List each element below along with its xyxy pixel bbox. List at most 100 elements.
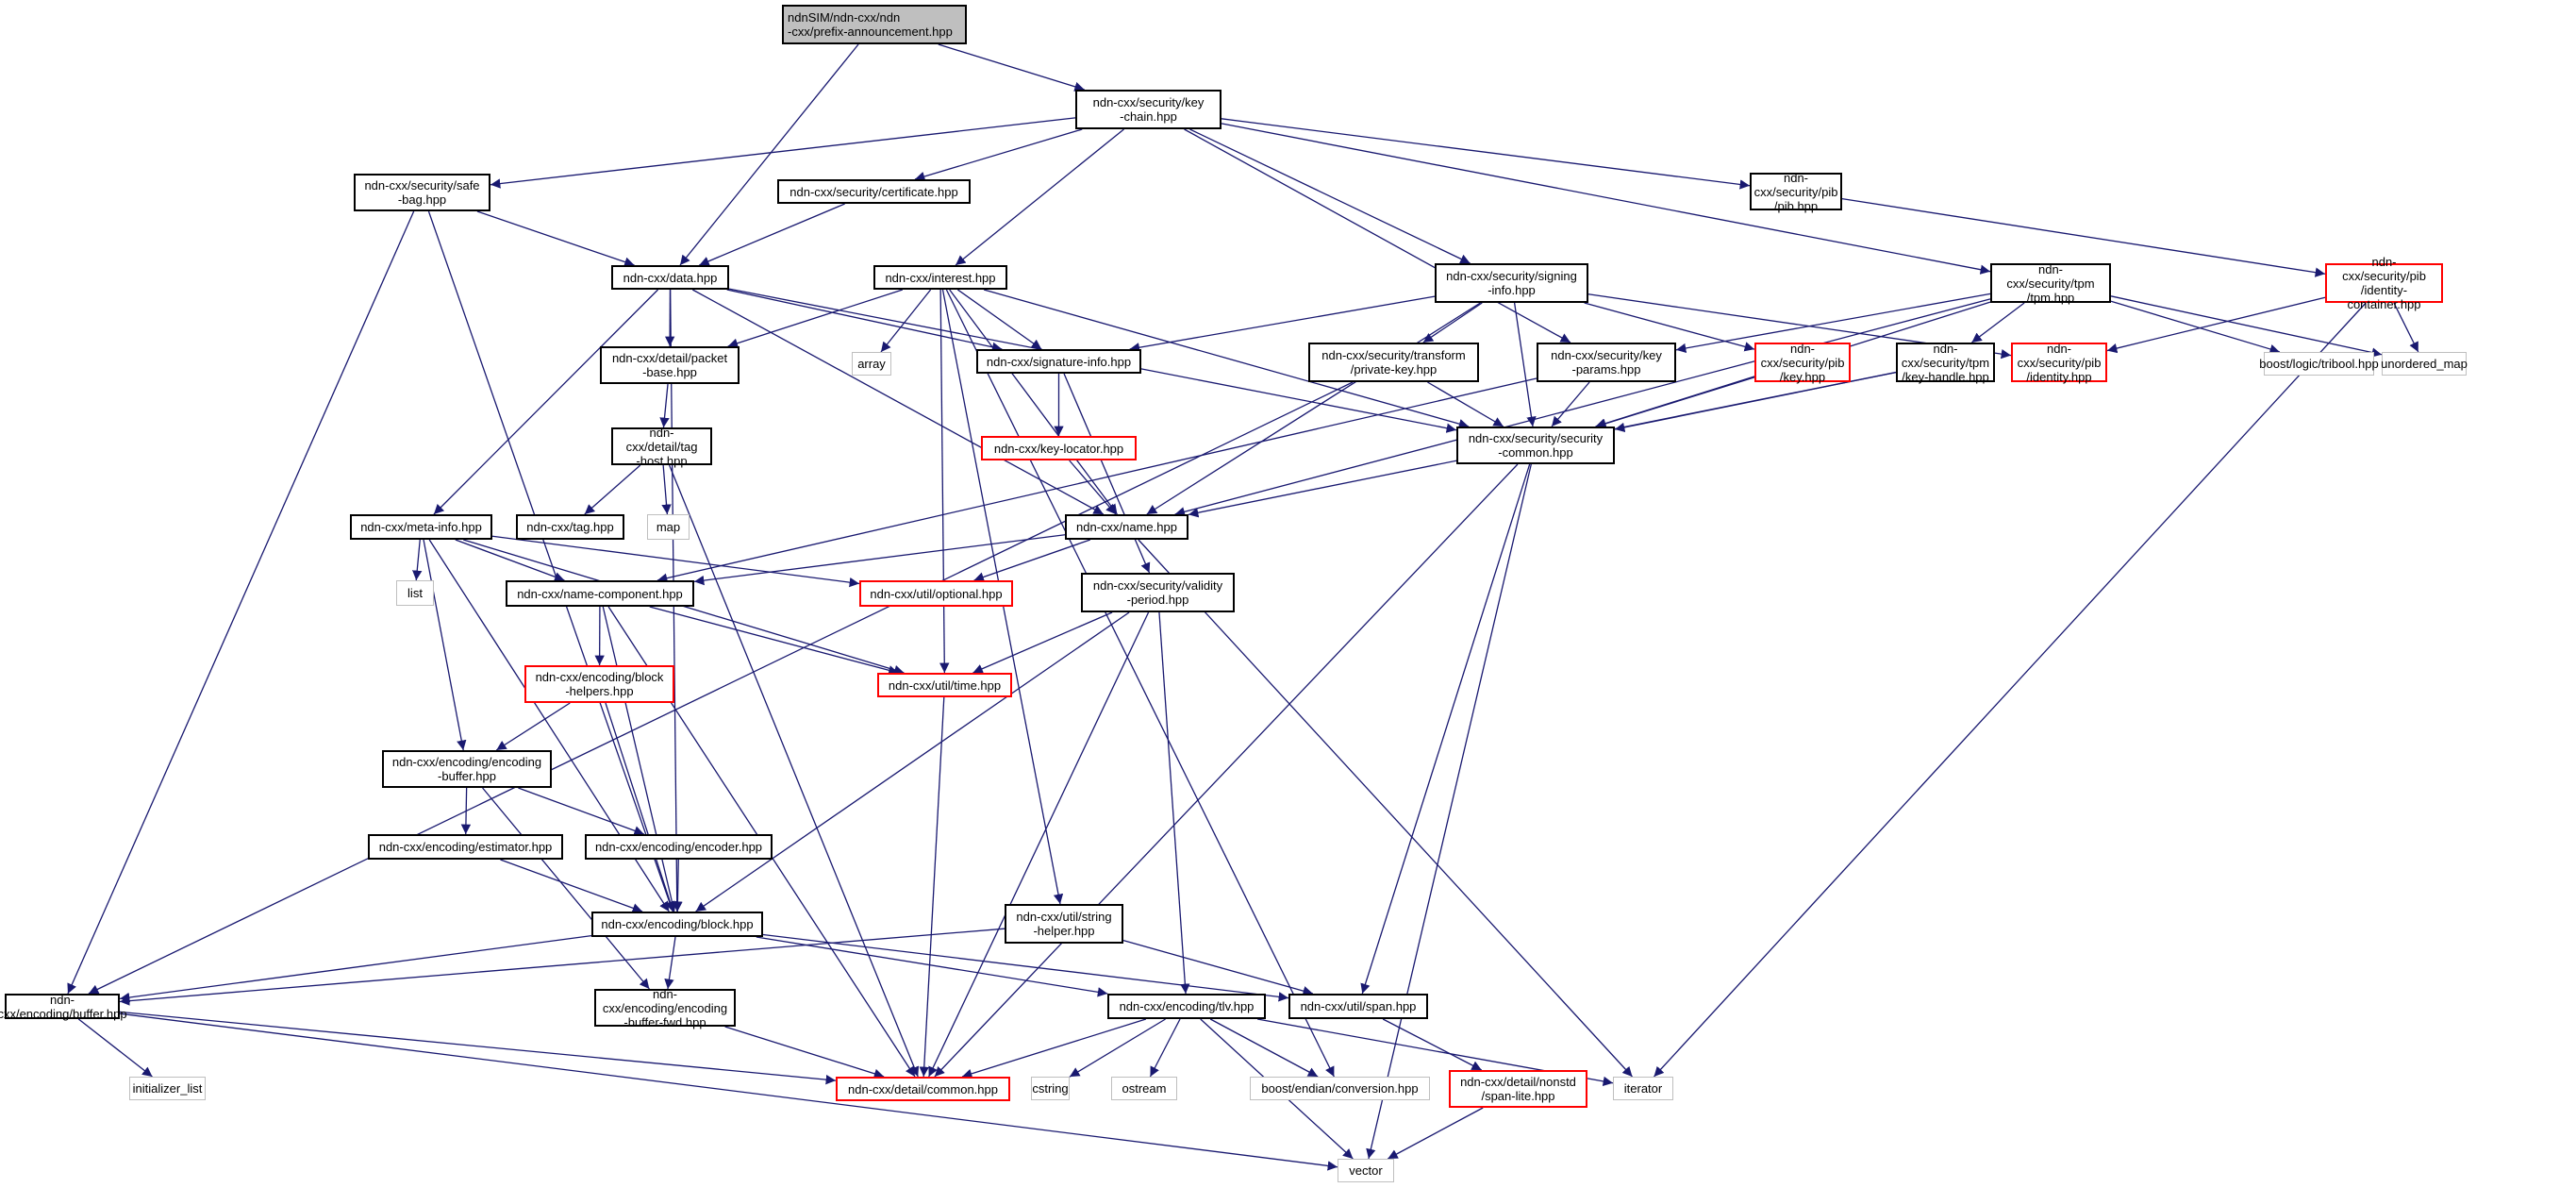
- node-private-key[interactable]: ndn-cxx/security/transform /private-key.…: [1308, 343, 1479, 382]
- edge-encbuffer-to-encoder: [518, 787, 644, 836]
- node-pib[interactable]: ndn-cxx/security/pib /pib.hpp: [1750, 171, 1842, 213]
- node-tag[interactable]: ndn-cxx/tag.hpp: [516, 514, 624, 540]
- node-tag-host[interactable]: ndn-cxx/detail/tag -host.hpp: [611, 426, 712, 468]
- edge-block-to-tlv: [756, 936, 1108, 997]
- node-span[interactable]: ndn-cxx/util/span.hpp: [1288, 994, 1428, 1019]
- edge-block-to-span: [762, 933, 1289, 1002]
- node-signing-info[interactable]: ndn-cxx/security/signing -info.hpp: [1435, 263, 1588, 303]
- edge-blockhelpers-to-block: [605, 702, 675, 912]
- node-encoder[interactable]: ndn-cxx/encoding/encoder.hpp: [585, 834, 773, 860]
- node-iterator[interactable]: iterator: [1613, 1077, 1673, 1100]
- node-buffer[interactable]: ndn-cxx/encoding/buffer.hpp: [0, 992, 127, 1021]
- node-ostream[interactable]: ostream: [1111, 1077, 1177, 1100]
- edge-keychain-to-pib: [1221, 118, 1751, 190]
- edge-buffer-to-common: [119, 1011, 837, 1085]
- node-boost-tribool[interactable]: boost/logic/tribool.hpp: [2259, 352, 2379, 376]
- node-root-prefix-announcement[interactable]: ndnSIM/ndn-cxx/ndn -cxx/prefix-announcem…: [782, 5, 967, 44]
- edge-metainfo-to-optional: [491, 535, 860, 588]
- edge-tlv-to-cstring: [1069, 1018, 1166, 1078]
- edge-tpm-to-keyparams: [1675, 293, 1991, 354]
- node-identity-container[interactable]: ndn-cxx/security/pib /identity-container…: [2325, 255, 2443, 311]
- edge-keychain-to-tpm: [1221, 123, 1991, 275]
- edge-signing-to-siginfo: [1129, 295, 1436, 353]
- edge-seccommon-to-vector: [1366, 463, 1532, 1160]
- node-block[interactable]: ndn-cxx/encoding/block.hpp: [591, 912, 763, 937]
- node-time[interactable]: ndn-cxx/util/time.hpp: [877, 673, 1012, 697]
- node-key-params[interactable]: ndn-cxx/security/key -params.hpp: [1537, 343, 1676, 382]
- edge-keychain-to-certificate: [914, 128, 1083, 182]
- node-optional[interactable]: ndn-cxx/util/optional.hpp: [859, 580, 1013, 607]
- node-packet-base[interactable]: ndn-cxx/detail/packet -base.hpp: [600, 346, 740, 384]
- node-string-helper[interactable]: ndn-cxx/util/string -helper.hpp: [1005, 904, 1123, 944]
- node-initializer-list[interactable]: initializer_list: [129, 1077, 206, 1100]
- node-data[interactable]: ndn-cxx/data.hpp: [611, 265, 729, 290]
- edge-metainfo-to-namecomp: [455, 539, 565, 582]
- node-key-locator[interactable]: ndn-cxx/key-locator.hpp: [981, 436, 1137, 460]
- edge-idcontainer-to-unordered: [2393, 302, 2419, 353]
- edge-validity-to-time: [972, 611, 1113, 674]
- node-security-common[interactable]: ndn-cxx/security/security -common.hpp: [1456, 427, 1615, 464]
- node-certificate[interactable]: ndn-cxx/security/certificate.hpp: [777, 179, 971, 204]
- node-key-chain[interactable]: ndn-cxx/security/key -chain.hpp: [1075, 90, 1222, 129]
- edge-encbuffer-to-bufferfwd: [482, 787, 650, 990]
- node-encoding-buffer-fwd[interactable]: ndn-cxx/encoding/encoding -buffer-fwd.hp…: [594, 987, 736, 1029]
- edge-metainfo-to-encbuffer: [423, 539, 467, 751]
- node-list[interactable]: list: [396, 580, 434, 606]
- node-tpm[interactable]: ndn-cxx/security/tpm /tpm.hpp: [1990, 262, 2111, 305]
- node-map[interactable]: map: [647, 514, 690, 540]
- edge-data-to-metainfo: [433, 289, 658, 515]
- edge-idcontainer-to-iterator: [1654, 302, 2367, 1078]
- node-cstring[interactable]: cstring: [1031, 1077, 1070, 1100]
- node-array[interactable]: array: [852, 352, 891, 376]
- edge-tpm-to-name: [1174, 298, 1991, 517]
- node-meta-info[interactable]: ndn-cxx/meta-info.hpp: [350, 514, 492, 540]
- edge-block-to-buffer: [119, 934, 592, 1003]
- edge-keychain-to-interest: [955, 128, 1124, 266]
- edge-name-to-namecomp: [693, 534, 1066, 586]
- node-block-helpers[interactable]: ndn-cxx/encoding/block -helpers.hpp: [524, 665, 674, 703]
- node-unordered-map[interactable]: unordered_map: [2381, 352, 2468, 376]
- node-pib-identity[interactable]: ndn-cxx/security/pib /identity.hpp: [2011, 342, 2107, 384]
- node-key-handle[interactable]: ndn-cxx/security/tpm /key-handle.hpp: [1896, 342, 1995, 384]
- edge-siginfo-to-validity: [1063, 373, 1151, 574]
- edge-buffer-to-vector: [119, 1012, 1338, 1171]
- node-vector[interactable]: vector: [1338, 1159, 1394, 1182]
- node-name[interactable]: ndn-cxx/name.hpp: [1065, 514, 1188, 540]
- edge-name-to-optional: [973, 539, 1091, 582]
- node-signature-info[interactable]: ndn-cxx/signature-info.hpp: [976, 349, 1141, 374]
- edge-interest-to-endian: [945, 289, 1335, 1078]
- edge-interest-to-array: [880, 289, 932, 353]
- node-common[interactable]: ndn-cxx/detail/common.hpp: [836, 1077, 1010, 1101]
- node-interest[interactable]: ndn-cxx/interest.hpp: [873, 265, 1007, 290]
- edge-root-to-keychain: [938, 43, 1085, 92]
- edge-namecomp-to-block: [602, 606, 677, 912]
- node-safe-bag[interactable]: ndn-cxx/security/safe -bag.hpp: [354, 174, 490, 211]
- edge-pibkey-to-seccommon: [1596, 376, 1755, 428]
- edge-tpm-to-keyhandle: [1970, 302, 2025, 343]
- edge-safebag-to-buffer: [67, 210, 415, 995]
- edge-interest-to-siginfo: [956, 289, 1042, 350]
- edge-validity-to-block: [695, 611, 1130, 912]
- edge-tpm-to-tribool: [2110, 300, 2281, 354]
- edge-name-to-iterator: [1138, 539, 1633, 1078]
- node-name-component[interactable]: ndn-cxx/name-component.hpp: [506, 580, 694, 607]
- edge-bufferfwd-to-common: [724, 1026, 885, 1079]
- node-tlv[interactable]: ndn-cxx/encoding/tlv.hpp: [1107, 994, 1266, 1019]
- edge-encbuffer-to-estimator: [460, 787, 472, 835]
- node-span-lite[interactable]: ndn-cxx/detail/nonstd /span-lite.hpp: [1449, 1070, 1587, 1108]
- edge-keyparams-to-seccommon: [1551, 381, 1590, 427]
- edge-signing-to-seccommon: [1513, 302, 1537, 427]
- edge-validity-to-common: [928, 611, 1150, 1078]
- edge-span-to-spanlite: [1382, 1018, 1483, 1071]
- node-endian-conversion[interactable]: boost/endian/conversion.hpp: [1250, 1077, 1430, 1100]
- edge-buffer-to-initlist: [77, 1018, 153, 1078]
- node-pib-key[interactable]: ndn-cxx/security/pib /key.hpp: [1754, 342, 1851, 384]
- edge-certificate-to-data: [699, 203, 845, 266]
- node-validity-period[interactable]: ndn-cxx/security/validity -period.hpp: [1081, 573, 1235, 612]
- edge-pib-to-idcontainer: [1841, 197, 2326, 277]
- edge-signing-to-name: [1146, 302, 1481, 515]
- node-estimator[interactable]: ndn-cxx/encoding/estimator.hpp: [368, 834, 563, 860]
- node-encoding-buffer[interactable]: ndn-cxx/encoding/encoding -buffer.hpp: [382, 750, 552, 788]
- edge-blockhelpers-to-encbuffer: [495, 702, 571, 751]
